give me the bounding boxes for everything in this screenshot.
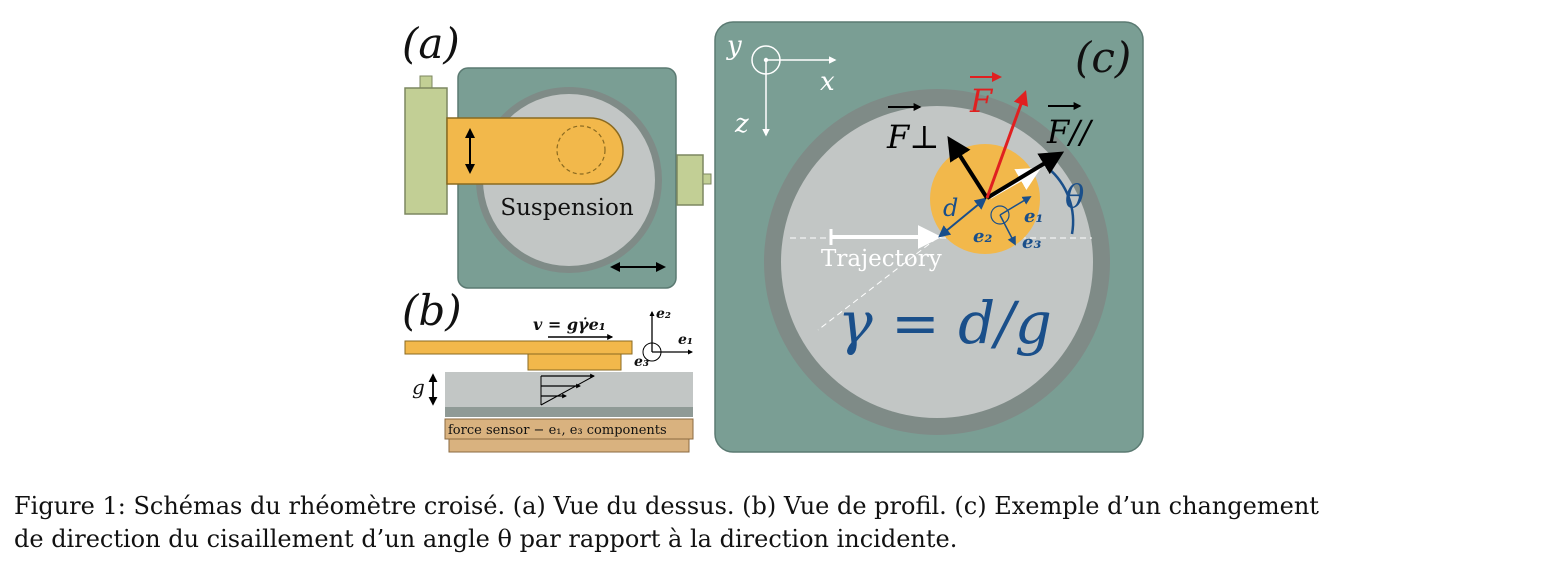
local-e3-arrow [999,214,1016,246]
panel-a: (a) Suspension [402,19,712,289]
force-par-label: F// [1046,113,1094,151]
trajectory-label: Trajectory [821,246,942,272]
left-motor-pin [419,75,433,89]
flow-profile-slope [540,375,595,406]
axis-e3-label: e₃ [634,354,649,370]
force-perp-label: F⊥ [886,118,939,156]
axis-e3-symbol [642,342,662,362]
displacement-arrow [938,197,987,238]
reference-line-diagonal [817,237,938,331]
rheometer-arm [446,117,624,185]
figure-diagram: (a) Suspension (b) v = gγ̇e₁ e₂ e₁ e₃ [402,19,1144,453]
local-e1-arrow [999,196,1032,216]
force-parallel-arrow [985,151,1065,200]
velocity-label: v = gγ̇e₁ [533,315,606,334]
local-e2-symbol [990,205,1010,225]
local-e1-label: e₁ [1024,206,1043,227]
force-sensor-base [448,438,690,453]
panel-c: (c) y x z Trajectory d e₁ e₂ e₃ θ [714,21,1144,453]
caption-line-2: de direction du cisaillement d’un angle … [14,525,958,553]
figure-caption: Figure 1: Schémas du rhéomètre croisé. (… [14,490,1544,556]
gap-label: g [412,375,425,399]
bottom-plate [445,407,693,417]
force-total-arrow [985,90,1028,199]
top-plate [404,340,633,355]
panel-c-letter: (c) [1075,33,1131,82]
theta-label: θ [1065,177,1084,215]
local-e3-label: e₃ [1022,232,1041,253]
panel-b: (b) v = gγ̇e₁ e₂ e₁ e₃ g force sensor − … [402,286,694,453]
axis-e2-label: e₂ [656,306,671,322]
right-motor [676,154,704,206]
panel-b-letter: (b) [402,286,462,335]
right-motor-pin [702,173,712,185]
axis-z-label: z [734,109,749,139]
local-e2-label: e₂ [973,226,992,247]
force-perpendicular-arrow [947,135,989,200]
caption-line-1: Figure 1: Schémas du rhéomètre croisé. (… [14,492,1319,520]
axis-e1-label: e₁ [678,332,693,348]
arm-plate-dashed [556,125,606,175]
left-motor [404,87,448,215]
suspension-label: Suspension [500,195,634,221]
panel-a-letter: (a) [402,19,460,68]
displacement-label: d [943,194,958,222]
axis-x-label: x [820,67,835,97]
force-sensor-label: force sensor − e₁, e₃ components [448,423,667,438]
force-total-label: F [969,82,994,120]
strain-formula: γ = d/g [838,289,1052,357]
sample-plate [527,353,622,371]
axis-y-label: y [726,31,742,61]
